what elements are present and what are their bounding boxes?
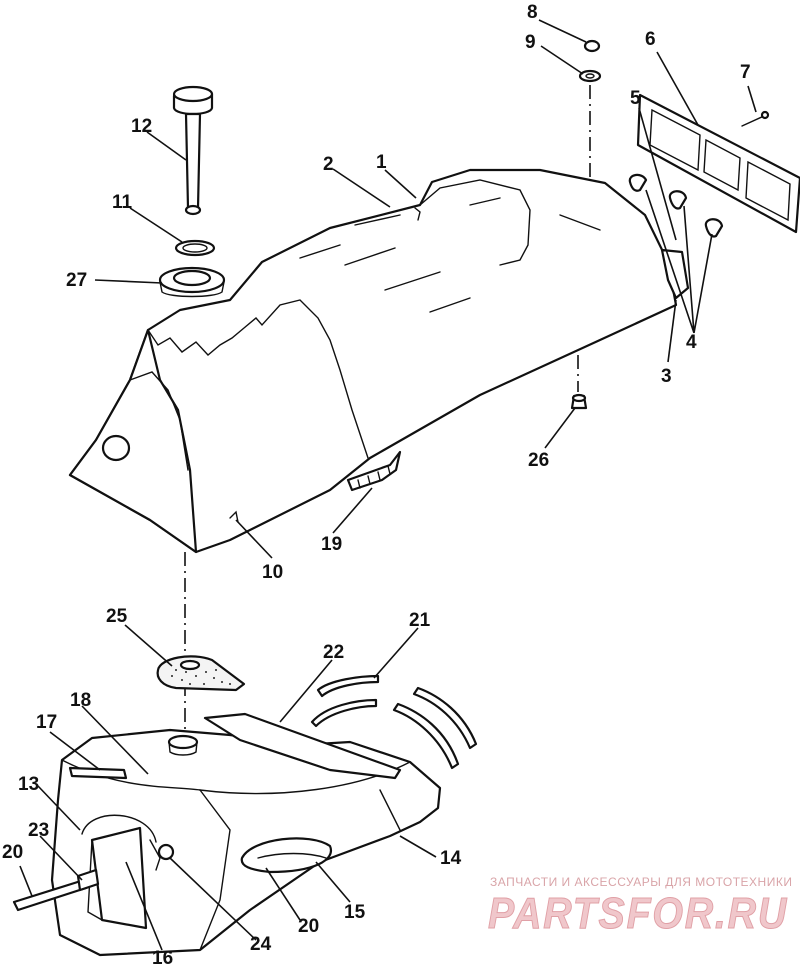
- callout-17: 17: [36, 712, 57, 733]
- callout-9: 9: [525, 32, 536, 53]
- strap-ribs: [357, 465, 391, 489]
- foam-pad: [156, 655, 246, 692]
- strap-body: [346, 450, 402, 492]
- seat-body: [68, 168, 678, 554]
- callout-23: 23: [28, 820, 49, 841]
- strap-21c: [412, 686, 478, 750]
- callout-13: 13: [18, 774, 39, 795]
- seat-stitch-5: [354, 214, 401, 226]
- leader-lines: [19, 19, 757, 951]
- seat-hook-10: [229, 510, 239, 523]
- gasket-ring: [174, 239, 216, 257]
- callout-4: 4: [686, 332, 697, 353]
- callout-16: 16: [152, 948, 173, 968]
- fuel-tank: [12, 674, 478, 957]
- pump-bracket-side: [87, 839, 103, 921]
- fuel-connector: [76, 868, 100, 892]
- seat-stitch-6: [469, 197, 501, 206]
- lens-window-1: [649, 108, 701, 172]
- watermark-tagline: ЗАПЧАСТИ И АКСЕССУАРЫ ДЛЯ МОТОТЕХНИКИ: [490, 875, 792, 889]
- callout-14: 14: [440, 848, 462, 869]
- strap-21b: [310, 698, 378, 728]
- lens-window-2: [703, 138, 741, 192]
- clamp-13: [81, 814, 157, 843]
- top-hardware: [570, 39, 800, 410]
- washer-hole: [585, 73, 595, 79]
- callout-15: 15: [344, 902, 366, 923]
- watermark-brand: PARTSFOR.RU: [488, 889, 788, 938]
- grommet-hole: [172, 269, 212, 287]
- watermark: ЗАПЧАСТИ И АКСЕССУАРЫ ДЛЯ МОТОТЕХНИКИ PA…: [488, 875, 792, 939]
- callout-21: 21: [409, 610, 431, 631]
- callout-2: 2: [323, 154, 334, 175]
- callout-11: 11: [112, 192, 133, 213]
- seat-assembly: [68, 168, 690, 554]
- seat-hole: [101, 434, 131, 462]
- tank-side-crease: [379, 789, 401, 831]
- screw-shaft: [741, 115, 765, 127]
- nut: [583, 39, 601, 53]
- filler-cap-group: [158, 85, 226, 298]
- callout-27: 27: [66, 270, 87, 291]
- seat-stitch-7: [559, 214, 601, 231]
- hose-right: [257, 852, 327, 859]
- filler-cap-lid: [172, 85, 214, 103]
- callout-26: 26: [528, 450, 549, 471]
- pump-bracket: [90, 826, 148, 930]
- bulb-2: [668, 190, 688, 210]
- callout-22: 22: [323, 642, 344, 663]
- callout-3: 3: [661, 366, 672, 387]
- seat-stitch-3: [384, 271, 441, 291]
- tank-filler-neck-side: [168, 741, 198, 756]
- bolt-head: [571, 393, 587, 403]
- seat-front-wall: [68, 328, 198, 554]
- foam-pad-body: [156, 655, 246, 692]
- vent-hose: [68, 766, 128, 780]
- seat-cutaway-inner: [129, 371, 189, 471]
- washer: [578, 69, 602, 83]
- callout-18: 18: [70, 690, 91, 711]
- screw-head: [760, 110, 770, 120]
- taillight-plate: [636, 93, 800, 234]
- seat-stitch-1: [299, 244, 341, 259]
- callout-10: 10: [262, 562, 283, 583]
- callout-labels: 8 9 6 7 5 12 2 1 11 27 4 3 26 19 10 25 2…: [2, 2, 751, 968]
- dipstick-end: [184, 204, 202, 216]
- filler-dipstick: [184, 112, 202, 210]
- callout-12: 12: [131, 116, 152, 137]
- strap-21d: [392, 702, 460, 770]
- callout-20a: 20: [2, 842, 23, 863]
- callout-1: 1: [376, 152, 387, 173]
- callout-7: 7: [740, 62, 751, 83]
- tank-cover-plate: [203, 712, 402, 780]
- callout-20b: 20: [298, 916, 319, 937]
- tank-side-pad: [240, 837, 333, 874]
- callout-19: 19: [321, 534, 342, 555]
- gasket-ring-inner: [182, 243, 208, 253]
- foam-dots: [171, 669, 231, 685]
- seat-cutaway-edge: [147, 299, 369, 459]
- seat-hook-1: [414, 207, 421, 221]
- callout-6: 6: [645, 29, 656, 50]
- seat-stitch-4: [429, 297, 471, 313]
- callout-5: 5: [630, 88, 641, 109]
- bulb-3: [704, 218, 724, 238]
- grommet-rim: [159, 281, 225, 298]
- strap-21a: [316, 674, 380, 698]
- bulb-1: [628, 173, 648, 192]
- lens-window-3: [745, 160, 791, 222]
- callout-8: 8: [527, 2, 538, 23]
- seat-strap: [346, 450, 402, 492]
- tank-filler-neck: [167, 734, 199, 750]
- callout-25: 25: [106, 606, 128, 627]
- fitting-hose: [149, 839, 161, 871]
- fitting-24: [157, 843, 175, 861]
- foam-pad-hole: [179, 659, 201, 671]
- callout-24: 24: [250, 934, 272, 955]
- seat-hump: [419, 179, 531, 266]
- seat-stitch-2: [344, 247, 396, 266]
